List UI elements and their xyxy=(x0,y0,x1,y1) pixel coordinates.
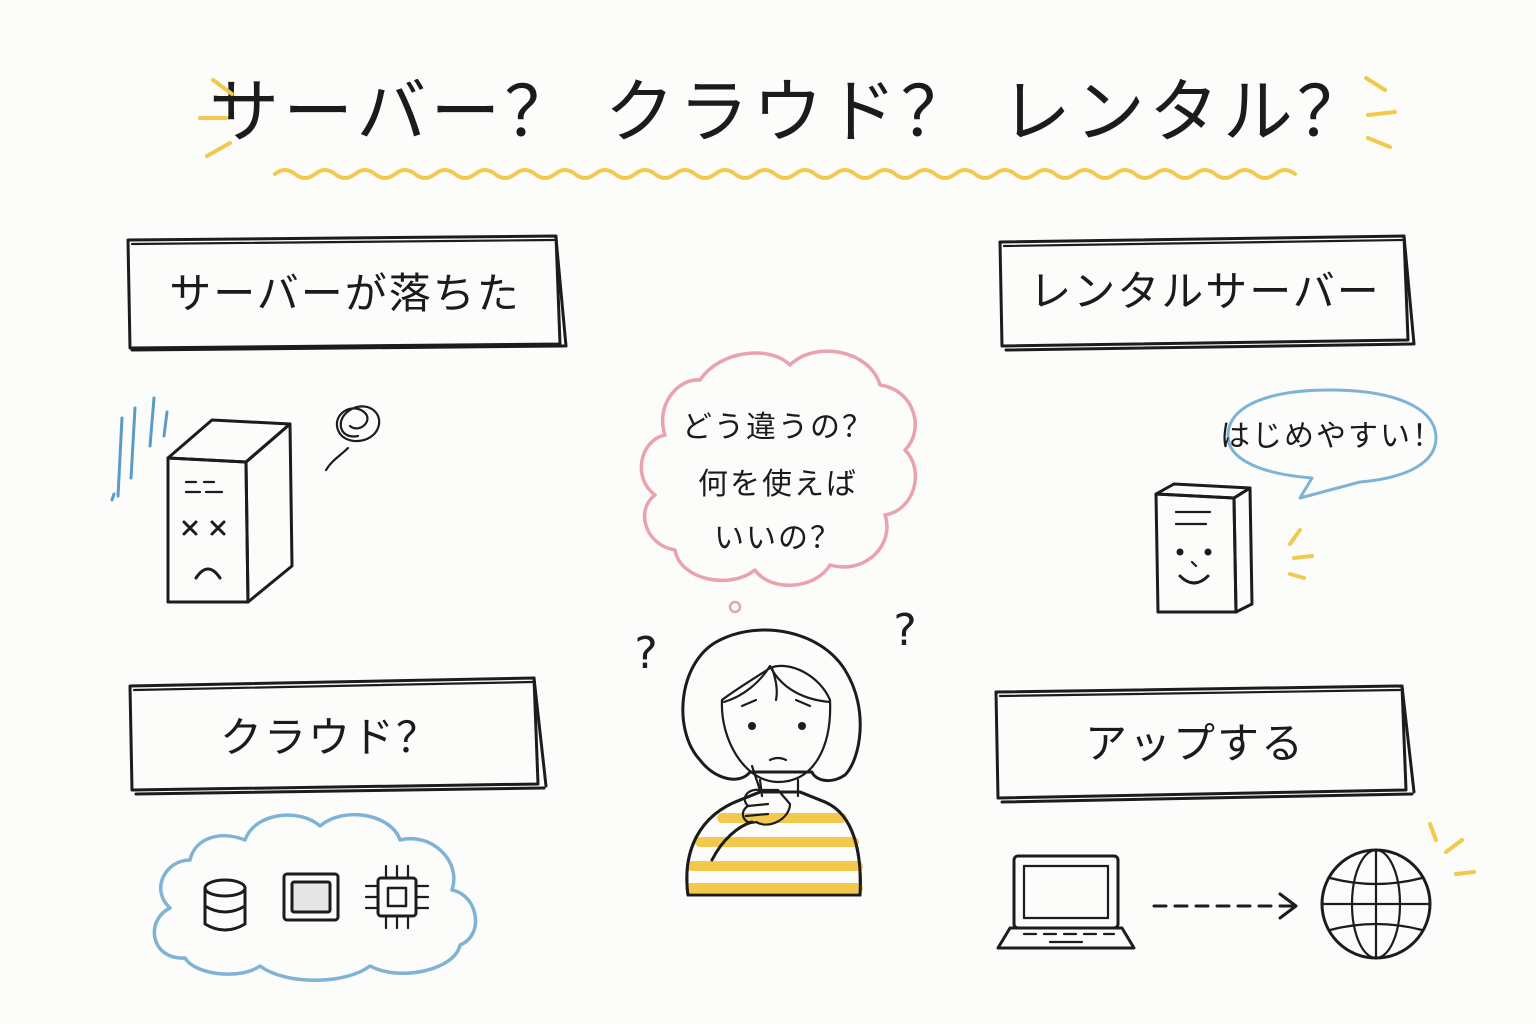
happy-server-icon xyxy=(1154,482,1254,614)
title-accent-right-icon xyxy=(1364,76,1397,149)
thought-line-2: 何を使えば xyxy=(698,467,858,502)
globe-spark-icon xyxy=(1428,822,1476,876)
label-cloud-text: クラウド？ xyxy=(220,713,440,762)
title-accent-left-icon xyxy=(198,78,234,158)
globe-icon xyxy=(1320,848,1432,960)
thought-bubble-outline xyxy=(639,349,917,587)
title-wavy-underline xyxy=(273,168,1297,180)
chip-icon xyxy=(364,864,430,930)
page-title: サーバー？ クラウド？ レンタル？ xyxy=(209,71,1371,153)
label-server-down: サーバーが落ちた xyxy=(126,234,568,352)
cloud-icon-group xyxy=(152,812,478,982)
title-group: サーバー？ クラウド？ レンタル？ xyxy=(198,71,1397,180)
question-mark-right: ? xyxy=(893,605,916,656)
question-mark-left: ? xyxy=(634,628,657,679)
arrow-icon xyxy=(1152,892,1298,920)
speech-bubble: はじめやすい！ xyxy=(1220,388,1444,500)
thought-bubble: どう違うの？ 何を使えば いいの？ xyxy=(639,349,917,614)
speech-bubble-text: はじめやすい！ xyxy=(1220,419,1444,454)
thought-line-1: どう違うの？ xyxy=(682,410,874,445)
laptop-icon xyxy=(996,854,1136,950)
label-upload: アップする xyxy=(994,684,1416,804)
speech-bubble-outline xyxy=(1226,388,1438,500)
thought-line-3: いいの？ xyxy=(714,521,842,556)
label-server-down-text: サーバーが落ちた xyxy=(169,269,521,318)
happy-server-spark-icon xyxy=(1288,528,1314,580)
broken-server-icon xyxy=(110,396,294,604)
person-icon xyxy=(681,628,863,897)
label-upload-text: アップする xyxy=(1085,719,1305,768)
database-icon xyxy=(203,878,247,932)
label-rental-server-text: レンタルサーバー xyxy=(1029,267,1381,316)
dizzy-swirl-icon xyxy=(324,405,381,472)
label-rental-server: レンタルサーバー xyxy=(998,234,1416,352)
monitor-icon xyxy=(282,872,340,922)
label-cloud: クラウド？ xyxy=(128,676,548,796)
